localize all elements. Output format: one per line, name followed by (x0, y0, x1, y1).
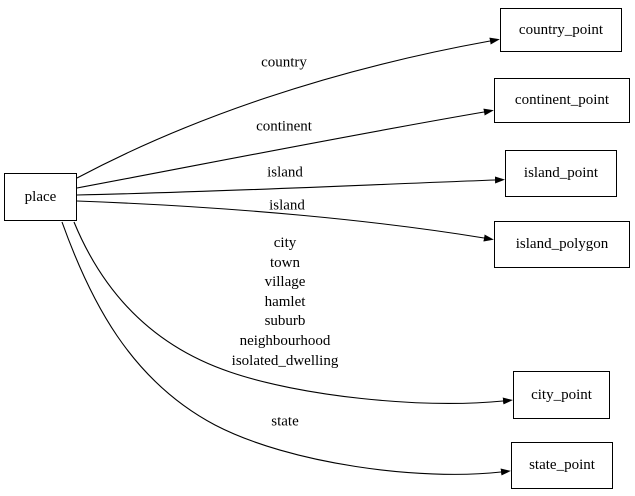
node-island-point-label: island_point (523, 165, 599, 181)
edge-label-suburb: suburb (264, 313, 306, 330)
edge-place-country_point (76, 37, 500, 179)
edge-place-state_point (61, 221, 511, 476)
edge-label-city-group: city town village hamlet suburb neighbou… (232, 234, 339, 371)
node-state-point-label: state_point (529, 457, 595, 473)
edge-label-town: town (270, 254, 300, 271)
edge-label-state: state (271, 413, 299, 430)
edge-label-continent: continent (256, 118, 312, 135)
node-island-polygon: island_polygon (494, 221, 630, 268)
edge-label-island-polygon: island (269, 197, 305, 214)
edge-label-village: village (264, 274, 306, 291)
node-island-point: island_point (505, 150, 617, 197)
node-place-label: place (24, 188, 57, 205)
edge-label-country: country (261, 54, 307, 71)
edge-place-island_polygon (76, 200, 494, 242)
node-place: place (4, 173, 77, 221)
edge-label-island-point: island (267, 164, 303, 181)
edge-label-isolated-dwelling: isolated_dwelling (231, 352, 339, 369)
node-island-polygon-label: island_polygon (515, 236, 609, 252)
node-continent-point-label: continent_point (514, 92, 610, 108)
node-city-point: city_point (513, 371, 610, 419)
edge-place-continent_point (76, 108, 494, 189)
edge-label-hamlet: hamlet (264, 293, 306, 310)
node-city-point-label: city_point (531, 386, 592, 403)
edge-place-city_point (73, 221, 513, 405)
node-continent-point: continent_point (494, 78, 630, 123)
node-country-point: country_point (500, 8, 622, 52)
node-state-point: state_point (511, 442, 613, 489)
edge-label-city: city (273, 235, 297, 251)
node-country-point-label: country_point (518, 21, 604, 38)
edge-label-neighbourhood: neighbourhood (239, 332, 331, 349)
edge-place-island_point (76, 176, 505, 196)
